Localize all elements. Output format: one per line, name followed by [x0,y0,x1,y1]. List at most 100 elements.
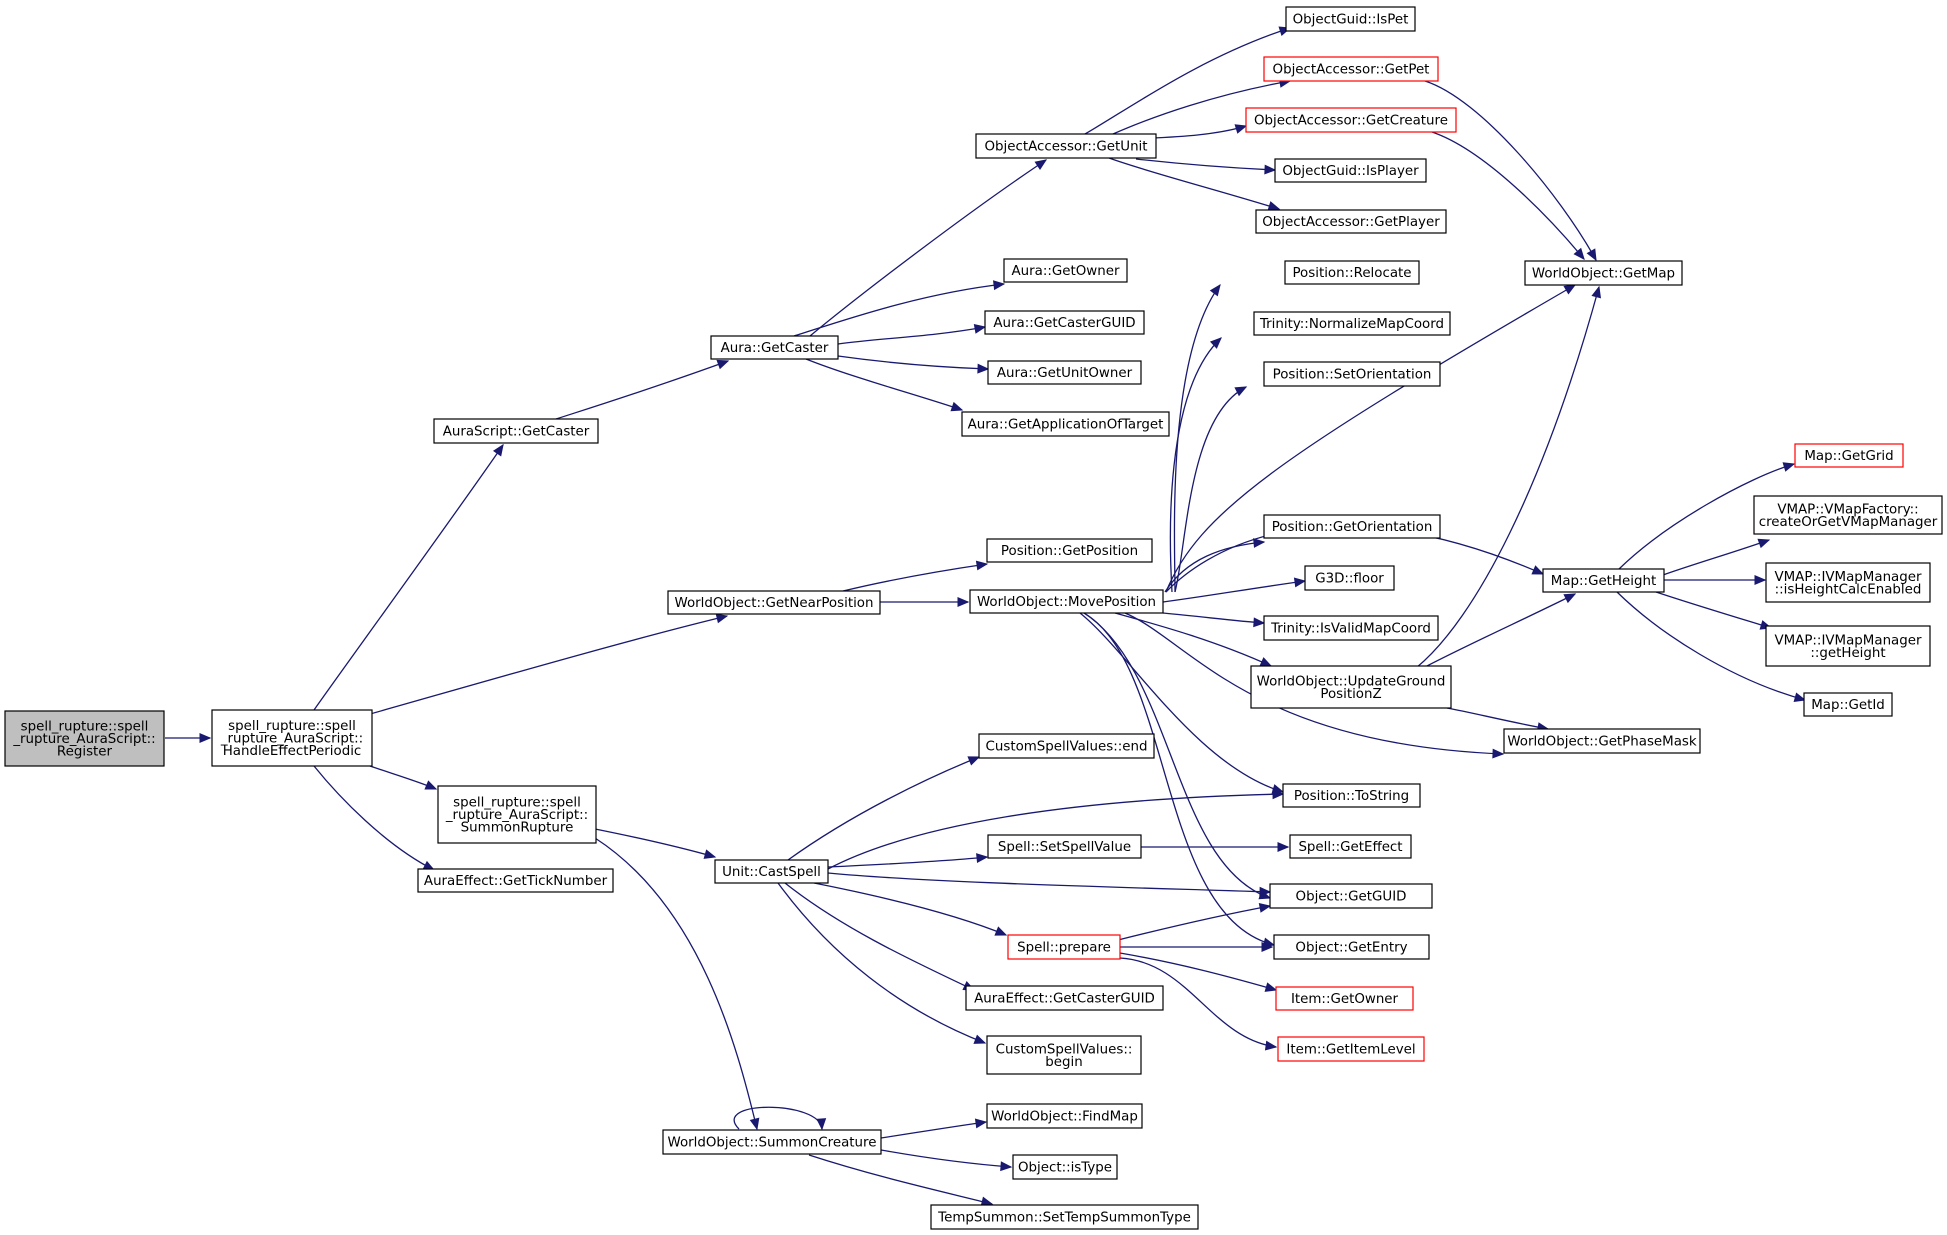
edge-line [1616,591,1806,701]
edge-n6-n11 [805,358,964,412]
graph-node[interactable]: Aura::GetCaster [710,335,839,360]
graph-node[interactable]: ObjectGuid::IsPet [1285,6,1416,32]
arrowhead-icon [1573,247,1585,260]
node-label: Trinity::IsValidMapCoord [1270,622,1431,637]
graph-node[interactable]: TempSummon::SetTempSummonType [930,1204,1199,1230]
node-label: VMAP::IVMapManager [1774,570,1922,585]
graph-node[interactable]: ObjectAccessor::GetUnit [975,133,1157,159]
edge-n37-n38 [787,756,981,861]
edge-line [1618,463,1795,570]
edge-line [1112,80,1291,135]
graph-node[interactable]: Aura::GetApplicationOfTarget [961,411,1170,437]
graph-node[interactable]: spell_rupture::spell_rupture_AuraScript:… [211,709,373,767]
graph-node[interactable]: G3D::floor [1304,565,1395,591]
node-box [662,1129,882,1155]
graph-node[interactable]: AuraEffect::GetCasterGUID [965,985,1164,1011]
graph-node[interactable]: AuraEffect::GetTickNumber [417,868,614,893]
arrowhead-icon [1209,283,1221,297]
edge-n2-n6 [555,359,730,420]
node-label: WorldObject::GetNearPosition [675,596,874,611]
edge-line [313,765,435,871]
graph-node[interactable]: WorldObject::GetPhaseMask [1503,728,1701,754]
graph-node[interactable]: Object::GetEntry [1273,934,1430,960]
graph-node[interactable]: ObjectAccessor::GetPet [1263,56,1439,82]
node-label: spell_rupture::spell [228,719,356,734]
edge-line [1162,612,1265,624]
graph-node[interactable]: Item::GetOwner [1275,986,1414,1011]
edge-line [1424,80,1597,261]
graph-node[interactable]: Position::SetOrientation [1263,361,1441,387]
graph-node[interactable]: Object::isType [1012,1154,1118,1180]
edge-line [1083,612,1271,899]
edge-n1-n3 [369,613,729,715]
node-label: createOrGetVMapManager [1759,515,1938,530]
graph-node[interactable]: WorldObject::FindMap [986,1103,1143,1129]
graph-node[interactable]: Object::GetGUID [1269,883,1433,909]
graph-node[interactable]: WorldObject::GetMap [1524,260,1683,286]
graph-node[interactable]: WorldObject::GetNearPosition [667,590,881,615]
graph-node[interactable]: Trinity::NormalizeMapCoord [1253,311,1451,336]
graph-node[interactable]: VMAP::VMapFactory::createOrGetVMapManage… [1753,495,1943,535]
graph-node[interactable]: Map::GetHeight [1542,568,1665,593]
graph-node[interactable]: Position::Relocate [1284,260,1420,285]
graph-node[interactable]: Aura::GetCasterGUID [984,310,1145,335]
arrowhead-icon [715,613,729,624]
edge-n3-n19 [879,597,970,607]
edge-line [1431,131,1585,260]
node-box [986,1103,1143,1129]
graph-node[interactable]: Trinity::IsValidMapCoord [1263,615,1439,641]
edge-n37-n41 [813,882,1008,936]
graph-node[interactable]: ObjectGuid::IsPlayer [1274,158,1427,183]
edge-n26-n17 [1415,285,1602,669]
graph-node[interactable]: Spell::prepare [1007,934,1121,960]
graph-node[interactable]: Position::GetOrientation [1263,514,1441,539]
graph-node[interactable]: ObjectAccessor::GetCreature [1245,107,1457,133]
arrowhead-icon [816,1118,827,1131]
node-label: Aura::GetApplicationOfTarget [968,418,1164,433]
graph-node[interactable]: AuraScript::GetCaster [433,418,599,444]
arrowhead-icon [1586,248,1597,262]
edge-line [808,1154,993,1205]
edge-n19-n17 [1165,284,1577,593]
graph-node[interactable]: VMAP::IVMapManager::getHeight [1765,625,1931,667]
node-label: SummonRupture [461,821,574,836]
graph-node[interactable]: Map::GetId [1803,692,1893,717]
graph-node[interactable]: Aura::GetOwner [1003,258,1128,283]
node-box [1277,1036,1425,1062]
graph-node[interactable]: CustomSpellValues::end [978,733,1155,759]
node-box [211,709,373,767]
graph-node[interactable]: spell_rupture::spell_rupture_AuraScript:… [4,710,165,767]
graph-node[interactable]: Spell::GetEffect [1289,834,1412,859]
graph-node[interactable]: Aura::GetUnitOwner [987,360,1142,385]
graph-node[interactable]: WorldObject::SummonCreature [662,1129,882,1155]
node-label: ObjectGuid::IsPet [1293,13,1409,28]
graph-node[interactable]: ObjectAccessor::GetPlayer [1255,209,1447,234]
arrowhead-icon [1253,617,1266,628]
node-label: CustomSpellValues::end [986,740,1148,755]
graph-node[interactable]: Map::GetGrid [1794,443,1904,468]
edge-n37-n35 [827,872,1272,897]
edge-n37-n34 [827,789,1285,870]
graph-node[interactable]: Spell::SetSpellValue [987,834,1142,859]
graph-node[interactable]: Position::GetPosition [986,538,1153,563]
node-label: ObjectAccessor::GetCreature [1254,114,1448,129]
graph-node[interactable]: CustomSpellValues::begin [986,1035,1142,1075]
graph-node[interactable]: spell_rupture::spell_rupture_AuraScript:… [437,785,597,844]
arrowhead-icon [1209,337,1222,349]
node-label: ObjectAccessor::GetUnit [984,140,1147,155]
edge-n27-n31 [1655,591,1773,630]
edge-n19-n36 [1083,612,1276,948]
node-label: WorldObject::MovePosition [977,595,1156,610]
node-label: AuraEffect::GetTickNumber [424,874,608,889]
node-label: G3D::floor [1315,572,1384,587]
graph-node[interactable]: VMAP::IVMapManager::isHeightCalcEnabled [1765,562,1931,603]
node-label: _rupture_AuraScript:: [12,732,155,747]
graph-node[interactable]: Position::ToString [1282,783,1421,808]
graph-node[interactable]: Item::GetItemLevel [1277,1036,1425,1062]
arrowhead-icon [1272,789,1285,800]
edge-line [594,828,716,858]
graph-node[interactable]: Unit::CastSpell [714,859,829,884]
graph-node[interactable]: WorldObject::MovePosition [969,589,1164,614]
edge-line [1174,386,1247,593]
